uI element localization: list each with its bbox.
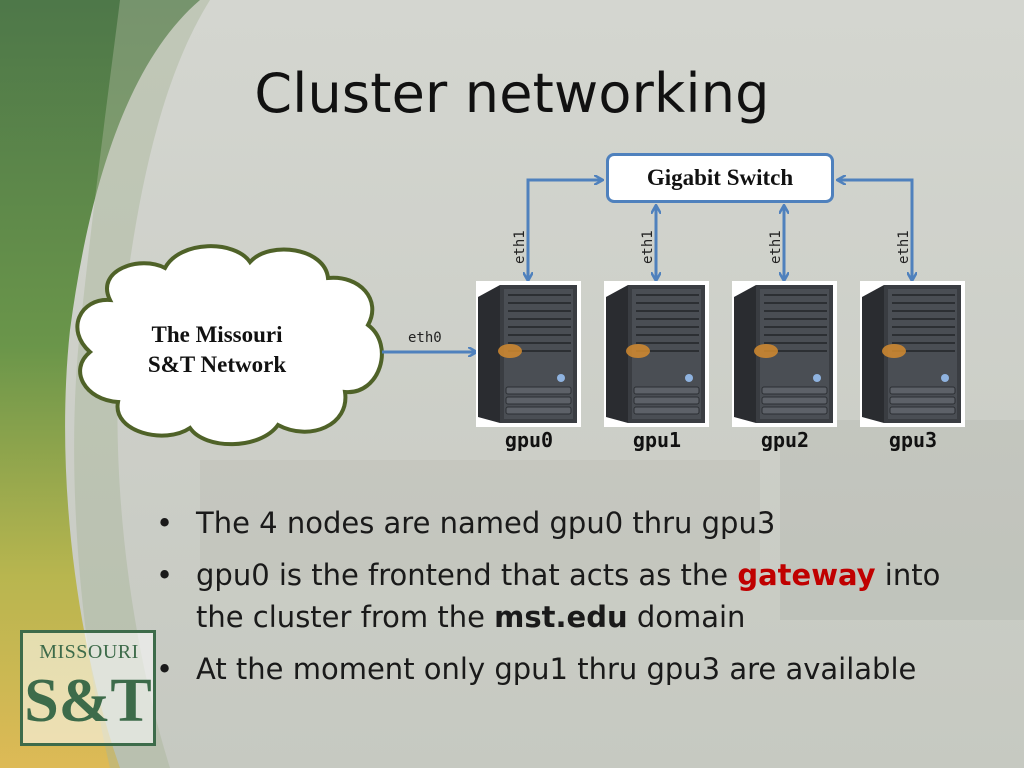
slide-title: Cluster networking [254,62,770,125]
bullet-marker: • [156,506,174,540]
node-label-gpu0: gpu0 [504,428,554,452]
server-gpu0-icon [476,281,581,427]
bullet-item: • At the moment only gpu1 thru gpu3 are … [150,648,960,690]
gigabit-switch: Gigabit Switch [606,153,834,203]
node-label-gpu1: gpu1 [632,428,682,452]
university-logo: MISSOURI S&T [20,630,156,746]
server-gpu3-icon [860,281,965,427]
node-label-gpu2: gpu2 [760,428,810,452]
server-gpu1-icon [604,281,709,427]
gateway-highlight: gateway [737,558,876,592]
bullet-list: • The 4 nodes are named gpu0 thru gpu3 •… [150,502,960,700]
eth1-label-gpu2: eth1 [768,230,784,264]
eth0-label: eth0 [408,330,442,346]
bullet-item: • The 4 nodes are named gpu0 thru gpu3 [150,502,960,544]
bullet-item: • gpu0 is the frontend that acts as the … [150,554,960,638]
network-cloud [75,244,384,447]
eth1-label-gpu3: eth1 [896,230,912,264]
network-cloud-label: The Missouri S&T Network [147,322,287,377]
eth1-link-gpu0 [526,180,602,278]
eth1-label-gpu1: eth1 [640,230,656,264]
domain-highlight: mst.edu [494,600,628,634]
bullet-marker: • [156,558,174,592]
eth1-label-gpu0: eth1 [512,230,528,264]
server-gpu2-icon [732,281,837,427]
node-label-gpu3: gpu3 [888,428,938,452]
bullet-marker: • [156,652,174,686]
